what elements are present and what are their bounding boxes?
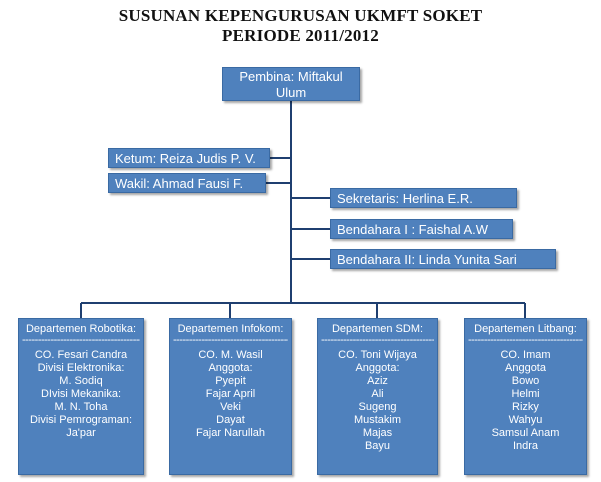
dept-member: Majas bbox=[362, 427, 393, 439]
bendahara-1-box: Bendahara I : Faishal A.W bbox=[330, 219, 513, 239]
ketum-box: Ketum: Reiza Judis P. V. bbox=[108, 148, 270, 168]
dept-member: Samsul Anam bbox=[491, 427, 560, 439]
dept-separator: ----------------------------------------… bbox=[468, 336, 583, 346]
sekretaris-box: Sekretaris: Herlina E.R. bbox=[330, 188, 517, 208]
chart-title-line-1: SUSUNAN KEPENGURUSAN UKMFT SOKET bbox=[118, 6, 483, 25]
dept-member: Dayat bbox=[216, 414, 245, 426]
dept-member: Divisi Elektronika: bbox=[37, 362, 125, 374]
dept-member: CO. Imam bbox=[500, 349, 551, 361]
dept-sdm-box: Departemen SDM: ------------------------… bbox=[317, 318, 438, 475]
dept-separator: ----------------------------------------… bbox=[173, 336, 288, 346]
dept-separator: ----------------------------------------… bbox=[22, 336, 140, 346]
dept-member: CO. M. Wasil bbox=[198, 349, 263, 361]
dept-member: Bayu bbox=[364, 440, 391, 452]
dept-name: Departemen SDM: bbox=[331, 323, 424, 335]
dept-separator: ----------------------------------------… bbox=[321, 336, 434, 346]
dept-robotika-box: Departemen Robotika: -------------------… bbox=[18, 318, 144, 475]
dept-member: DIvisi Mekanika: bbox=[40, 388, 122, 400]
dept-member: Anggota bbox=[505, 362, 546, 374]
dept-name: Departemen Infokom: bbox=[177, 323, 284, 335]
dept-member: Pyepit bbox=[215, 375, 246, 387]
dept-member: Rizky bbox=[512, 401, 539, 413]
dept-litbang-box: Departemen Litbang: --------------------… bbox=[464, 318, 587, 475]
dept-member: Wahyu bbox=[508, 414, 543, 426]
dept-member: CO. Fesari Candra bbox=[34, 349, 128, 361]
dept-name: Departemen Litbang: bbox=[474, 323, 577, 335]
dept-member: M. Sodiq bbox=[59, 375, 103, 387]
dept-member: Ali bbox=[371, 388, 384, 400]
dept-member: Divisi Pemrograman: bbox=[29, 414, 133, 426]
dept-member: Anggota: bbox=[208, 362, 253, 374]
wakil-box: Wakil: Ahmad Fausi F. bbox=[108, 173, 266, 193]
dept-member: Helmi bbox=[511, 388, 540, 400]
dept-member: Bowo bbox=[511, 375, 540, 387]
dept-member: Ja'par bbox=[66, 427, 96, 439]
dept-member: Sugeng bbox=[358, 401, 397, 413]
chart-title-line-2: PERIODE 2011/2012 bbox=[222, 26, 379, 45]
dept-name: Departemen Robotika: bbox=[25, 323, 137, 335]
dept-member: M. N. Toha bbox=[54, 401, 108, 413]
dept-member: Fajar Narullah bbox=[195, 427, 266, 439]
dept-member: Aziz bbox=[367, 375, 388, 387]
dept-member: CO. Toni Wijaya bbox=[338, 349, 417, 361]
dept-infokom-box: Departemen Infokom: --------------------… bbox=[169, 318, 292, 475]
dept-member: Fajar April bbox=[205, 388, 256, 400]
pembina-box: Pembina: Miftakul Ulum bbox=[222, 67, 360, 101]
dept-member: Indra bbox=[512, 440, 539, 452]
bendahara-2-box: Bendahara II: Linda Yunita Sari bbox=[330, 249, 556, 269]
dept-member: Anggota: bbox=[355, 362, 400, 374]
dept-member: Mustakim bbox=[353, 414, 402, 426]
dept-member: Veki bbox=[220, 401, 241, 413]
